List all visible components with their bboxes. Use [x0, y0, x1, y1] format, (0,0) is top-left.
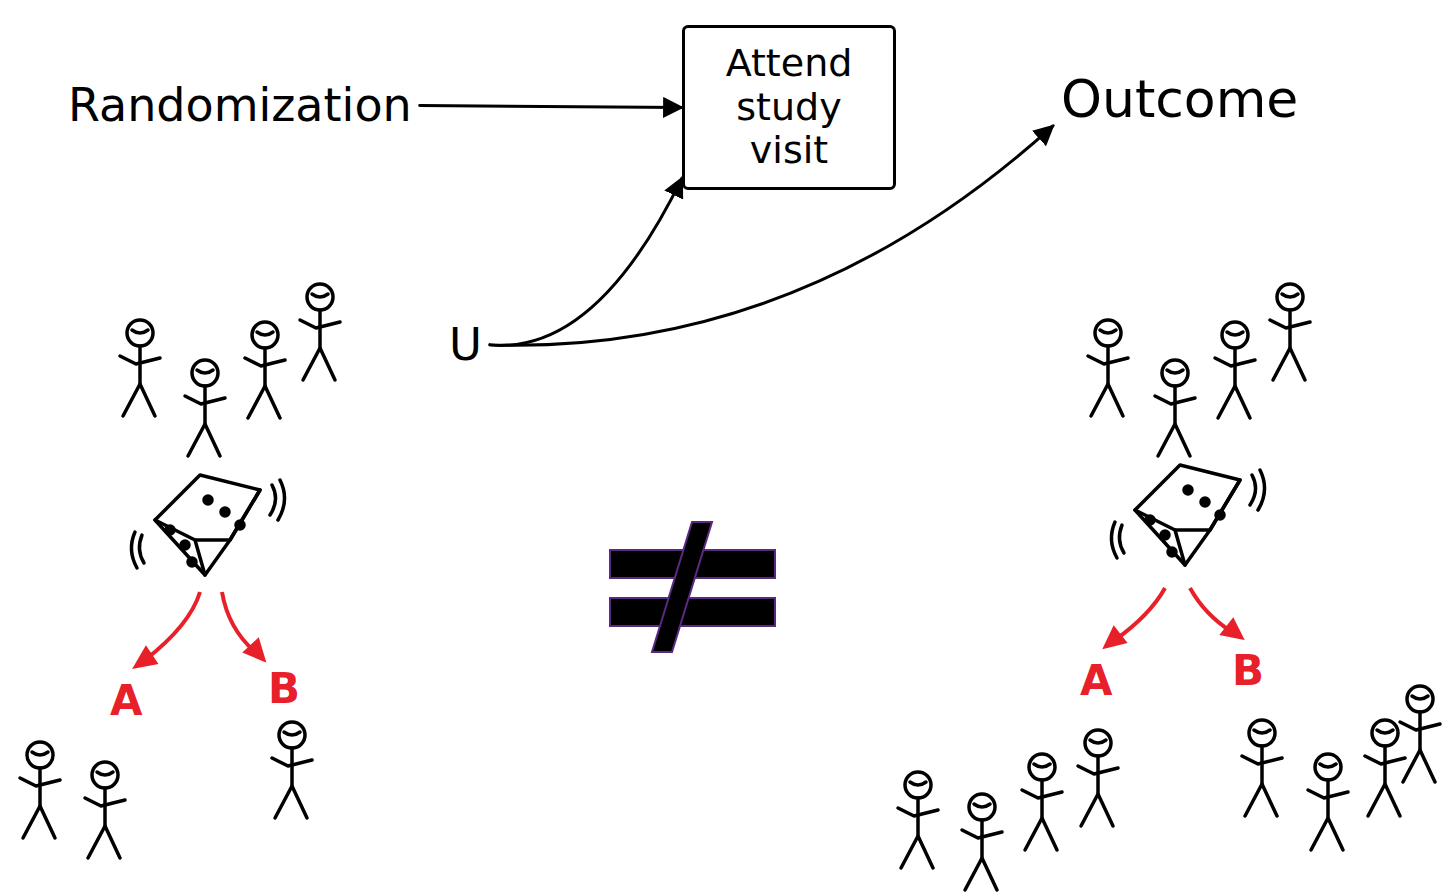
node-text: Randomization — [68, 79, 412, 132]
group-label: B — [268, 668, 300, 710]
process-box: Attend study visit — [682, 25, 896, 190]
dag-node: Randomization — [60, 75, 420, 136]
dag-node: Outcome — [1053, 66, 1306, 134]
not-equal-symbol — [610, 522, 775, 652]
causal-arrow — [490, 178, 682, 345]
group-label: B — [1232, 650, 1264, 692]
node-text: Outcome — [1061, 70, 1298, 130]
node-text: Attend study visit — [703, 42, 875, 173]
dag-node: U — [441, 315, 490, 375]
group-label: A — [1080, 660, 1113, 702]
node-text: U — [449, 319, 482, 371]
group-label: A — [110, 680, 143, 722]
causal-arrow — [420, 105, 682, 107]
